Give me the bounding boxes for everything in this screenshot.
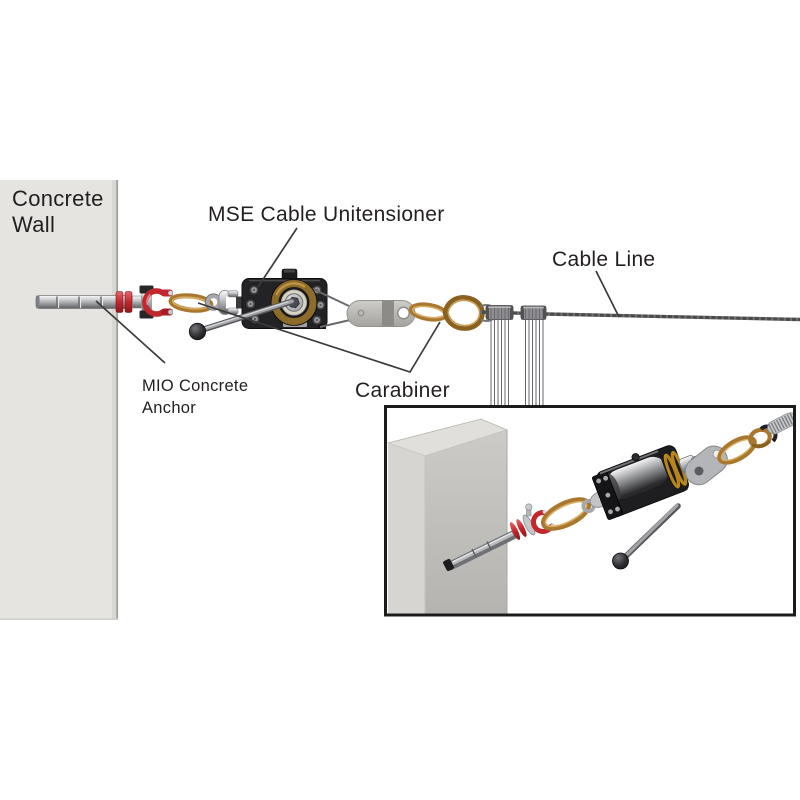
inset-detail <box>384 405 796 617</box>
label-anchor-line1: MIO Concrete <box>142 377 248 395</box>
body-bolts <box>244 284 327 326</box>
label-anchor-line2: Anchor <box>142 399 196 417</box>
inset-concrete-block <box>387 418 509 614</box>
inset-flange-nut <box>522 503 536 536</box>
concrete-wall <box>0 180 119 621</box>
inset-coiled-cable <box>767 412 793 435</box>
label-cable-line: Cable Line <box>552 248 655 271</box>
carabiner-right <box>408 302 449 322</box>
leader-carabiner <box>197 302 441 374</box>
label-concrete-wall-line1: Concrete <box>12 186 104 211</box>
label-concrete-wall-line2: Wall <box>12 212 55 237</box>
clevis-plate <box>346 300 416 327</box>
label-tensioner: MSE Cable Unitensioner <box>208 203 445 226</box>
inset-red-collar <box>509 522 521 540</box>
inset-handle <box>612 503 681 570</box>
handle-ball <box>188 322 207 341</box>
concrete-anchor-rod <box>35 285 154 319</box>
leader-anchor <box>95 300 166 364</box>
tensioner-body <box>188 268 351 341</box>
inset-carabiner-left <box>541 497 591 531</box>
inset-red-collar-2 <box>516 519 527 537</box>
label-carabiner: Carabiner <box>355 379 450 402</box>
leader-tensioner <box>257 227 298 288</box>
tensioner-handle <box>188 298 295 341</box>
red-shackle <box>142 288 174 317</box>
leader-lines <box>95 227 620 374</box>
inset-handle-ball <box>612 552 629 570</box>
inset-anchor-rod <box>443 530 519 572</box>
leader-cable <box>595 270 620 318</box>
